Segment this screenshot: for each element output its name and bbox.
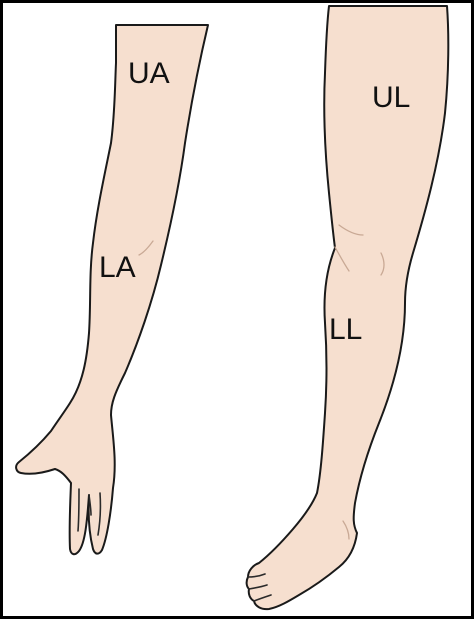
lower-leg-label: LL (329, 315, 362, 345)
upper-leg-label: UL (372, 83, 410, 113)
arm-outline (16, 25, 208, 554)
upper-arm-label: UA (128, 59, 170, 89)
leg-outline (247, 6, 449, 609)
lower-arm-label: LA (99, 253, 136, 283)
arm (16, 25, 208, 554)
leg (247, 6, 449, 609)
